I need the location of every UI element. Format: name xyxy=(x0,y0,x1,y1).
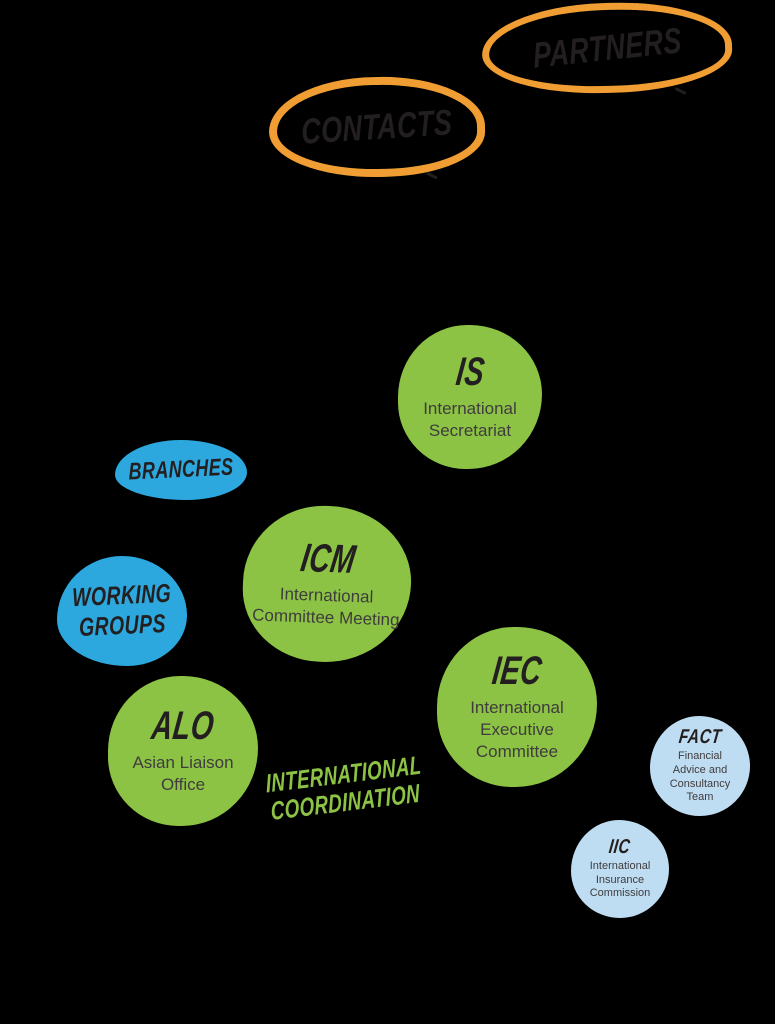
alo-circle: ALO Asian Liaison Office xyxy=(108,676,258,826)
working-groups-circle: WORKING GROUPS xyxy=(57,556,187,666)
fact-circle: FACT Financial Advice and Consultancy Te… xyxy=(650,716,750,816)
iic-abbr: IIC xyxy=(608,835,632,858)
working-groups-label: WORKING GROUPS xyxy=(71,577,172,643)
icm-circle: ICM International Committee Meeting xyxy=(240,503,414,665)
iec-abbr: IEC xyxy=(489,648,545,693)
is-abbr: IS xyxy=(453,349,487,394)
is-circle: IS International Secretariat xyxy=(398,325,542,469)
fact-name: Financial Advice and Consultancy Team xyxy=(669,750,731,804)
fact-abbr: FACT xyxy=(677,726,723,748)
branches-ellipse: BRANCHES xyxy=(115,440,247,500)
partners-label: PARTNERS xyxy=(531,19,683,76)
international-coordination-label: INTERNATIONAL COORDINATION xyxy=(264,749,422,826)
partners-ellipse: PARTNERS xyxy=(480,0,734,98)
branches-label: BRANCHES xyxy=(128,453,234,486)
iec-circle: IEC International Executive Committee xyxy=(437,627,597,787)
iic-circle: IIC International Insurance Commission xyxy=(571,820,669,918)
is-name: International Secretariat xyxy=(423,398,517,440)
alo-name: Asian Liaison Office xyxy=(132,752,234,794)
contacts-ellipse: CONTACTS xyxy=(268,75,486,179)
alo-abbr: ALO xyxy=(149,703,217,748)
international-coordination-label-block: INTERNATIONAL COORDINATION xyxy=(258,750,430,826)
iec-name: International Executive Committee xyxy=(470,697,564,762)
icm-abbr: ICM xyxy=(297,536,359,582)
icm-name: International Committee Meeting xyxy=(251,584,400,630)
iic-name: International Insurance Commission xyxy=(589,859,651,900)
contacts-label: CONTACTS xyxy=(300,101,454,152)
